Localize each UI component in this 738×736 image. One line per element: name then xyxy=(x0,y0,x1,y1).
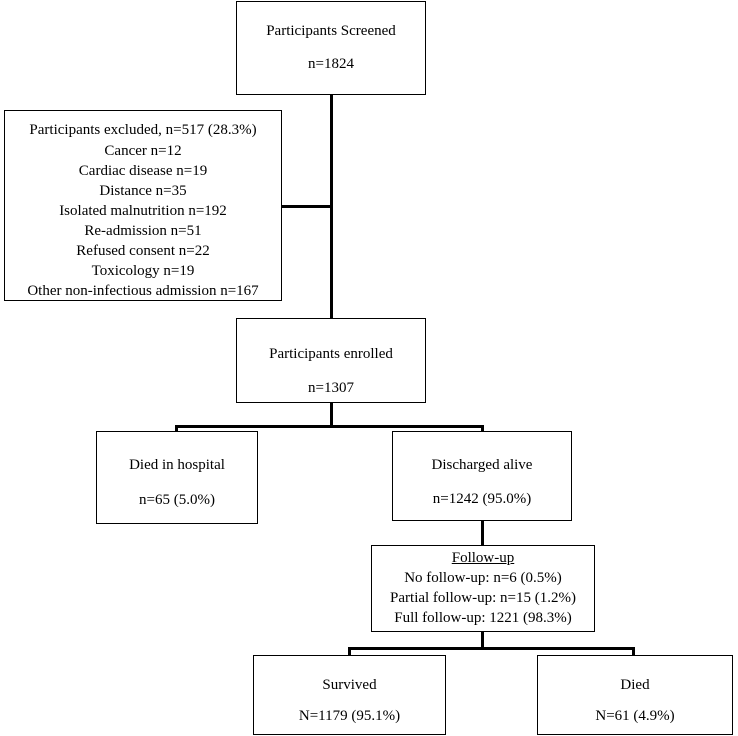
connector-enrolled-split xyxy=(175,425,484,428)
died-hospital-count: n=65 (5.0%) xyxy=(139,492,215,508)
enrolled-count: n=1307 xyxy=(308,380,354,396)
connector-to-died-hospital xyxy=(175,425,178,431)
survived-count: N=1179 (95.1%) xyxy=(298,708,401,724)
connector-to-died xyxy=(632,647,635,655)
excluded-item-cancer: Cancer n=12 xyxy=(104,143,182,159)
excluded-item-refused-consent: Refused consent n=22 xyxy=(76,243,210,259)
excluded-item-readmission: Re-admission n=51 xyxy=(84,223,202,239)
screened-title: Participants Screened xyxy=(266,23,396,39)
followup-title: Follow-up xyxy=(451,550,515,566)
followup-full: Full follow-up: 1221 (98.3%) xyxy=(394,610,572,626)
discharged-title: Discharged alive xyxy=(431,457,533,473)
died-title: Died xyxy=(620,677,650,693)
followup-none: No follow-up: n=6 (0.5%) xyxy=(404,570,562,586)
excluded-title: Participants excluded, n=517 (28.3%) xyxy=(29,122,257,138)
connector-discharged-to-followup xyxy=(481,521,484,545)
excluded-item-other: Other non-infectious admission n=167 xyxy=(27,283,259,299)
died-hospital-box: Died in hospital n=65 (5.0%) xyxy=(96,431,258,524)
died-count: N=61 (4.9%) xyxy=(595,708,675,724)
died-hospital-title: Died in hospital xyxy=(129,457,225,473)
discharged-count: n=1242 (95.0%) xyxy=(432,491,532,507)
connector-enrolled-down xyxy=(330,403,333,427)
enrolled-title: Participants enrolled xyxy=(269,346,393,362)
excluded-item-cardiac: Cardiac disease n=19 xyxy=(78,163,208,179)
survived-box: Survived N=1179 (95.1%) xyxy=(253,655,446,735)
screened-box: Participants Screened n=1824 xyxy=(236,1,426,95)
excluded-box: Participants excluded, n=517 (28.3%) Can… xyxy=(4,110,282,301)
connector-followup-split xyxy=(348,647,635,650)
followup-box: Follow-up No follow-up: n=6 (0.5%) Parti… xyxy=(371,545,595,632)
excluded-item-distance: Distance n=35 xyxy=(99,183,187,199)
connector-to-discharged xyxy=(481,425,484,431)
died-box: Died N=61 (4.9%) xyxy=(537,655,733,735)
connector-to-survived xyxy=(348,647,351,655)
connector-followup-down xyxy=(481,632,484,649)
enrolled-box: Participants enrolled n=1307 xyxy=(236,318,426,403)
excluded-item-toxicology: Toxicology n=19 xyxy=(91,263,195,279)
screened-count: n=1824 xyxy=(308,56,354,72)
survived-title: Survived xyxy=(322,677,377,693)
discharged-box: Discharged alive n=1242 (95.0%) xyxy=(392,431,572,521)
followup-partial: Partial follow-up: n=15 (1.2%) xyxy=(390,590,576,606)
connector-excluded-branch xyxy=(282,205,332,208)
excluded-item-malnutrition: Isolated malnutrition n=192 xyxy=(59,203,227,219)
